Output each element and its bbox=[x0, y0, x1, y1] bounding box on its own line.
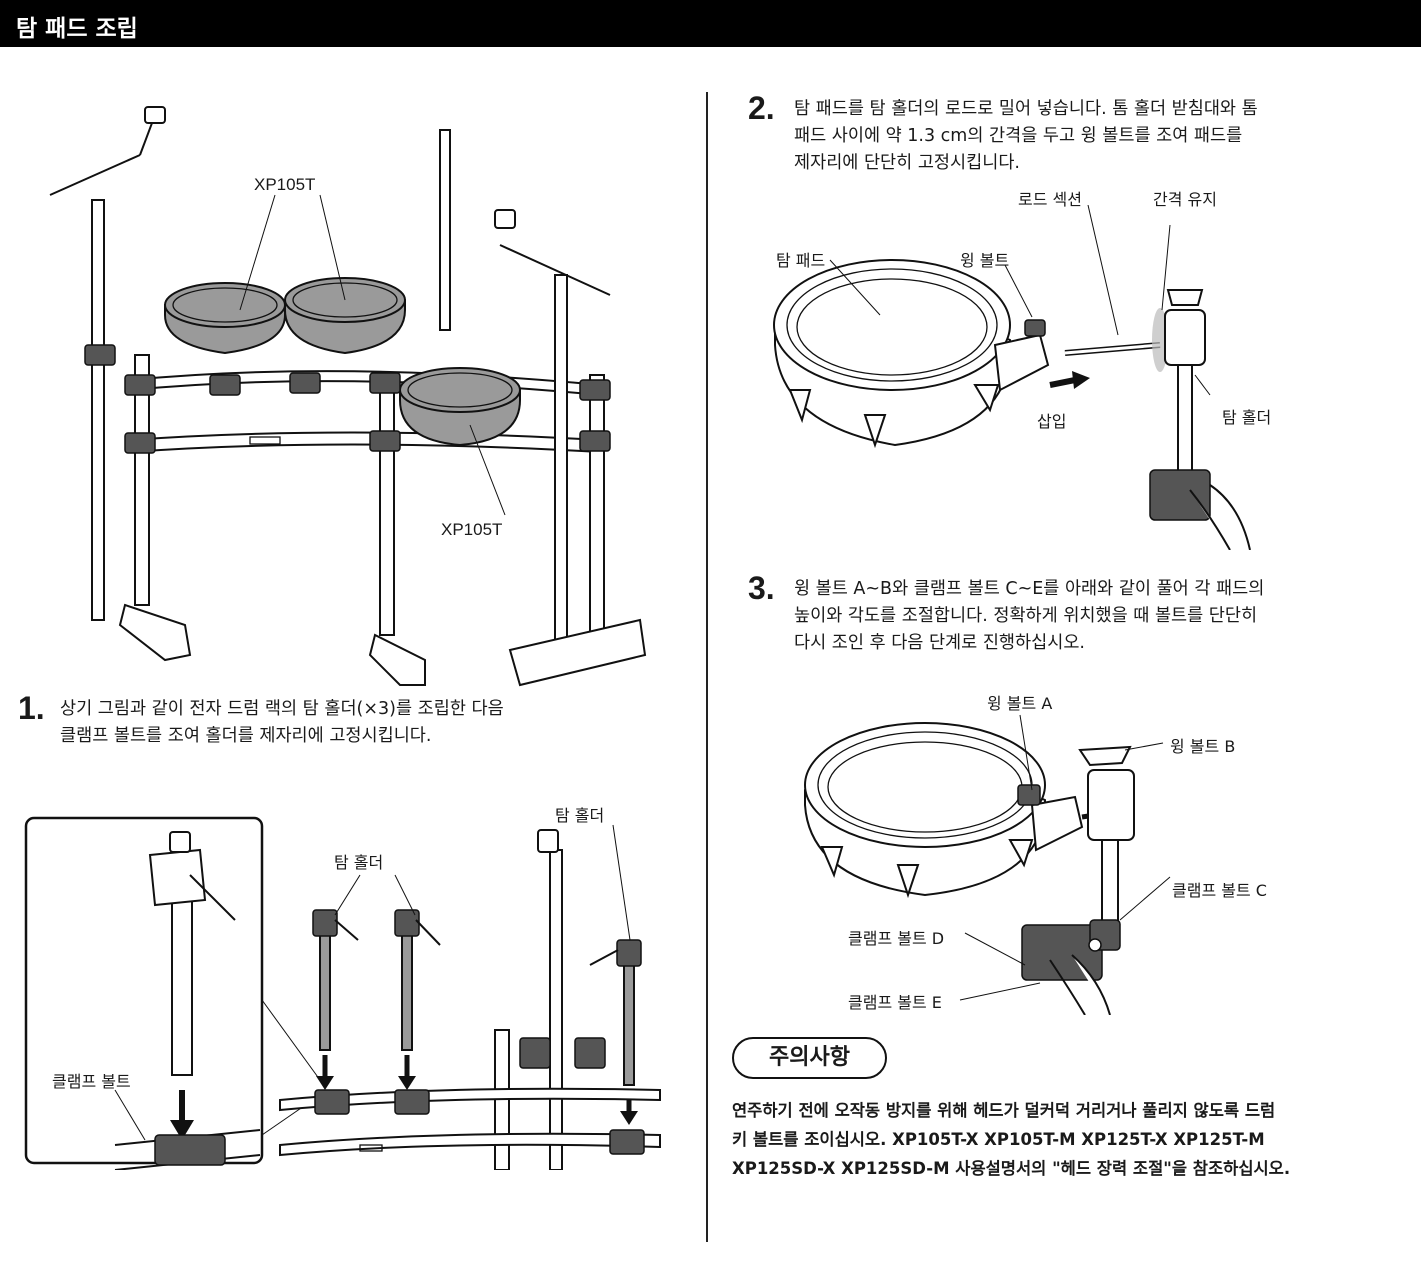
step-3-line-2: 높이와 각도를 조절합니다. 정확하게 위치했을 때 볼트를 단단히 bbox=[794, 606, 1258, 626]
step-2-line-1: 탐 패드를 탐 홀더의 로드로 밀어 넣습니다. 톰 홀더 받침대와 톰 bbox=[794, 99, 1258, 119]
caution-line-2: 키 볼트를 조이십시오. XP105T-X XP105T-M XP125T-X … bbox=[732, 1130, 1265, 1149]
tom-holder-2 bbox=[394, 909, 441, 1090]
step-1-illustration bbox=[24, 816, 661, 1170]
tom-pad-right bbox=[399, 367, 521, 447]
fig1-label-tom-holder-a: 탐 홀더 bbox=[334, 853, 384, 872]
fig3-label-clamp-bolt-c: 클램프 볼트 C bbox=[1172, 881, 1267, 900]
overview-label-xp105t-top: XP105T bbox=[254, 175, 316, 194]
step-1-number: 1. bbox=[18, 690, 45, 726]
page-title: 탐 패드 조립 bbox=[16, 16, 138, 42]
step-3-illustration bbox=[804, 714, 1171, 1015]
fig3-label-clamp-bolt-d: 클램프 볼트 D bbox=[848, 929, 945, 948]
column-divider bbox=[706, 92, 708, 1242]
step-2-line-2: 패드 사이에 약 1.3 cm의 간격을 두고 윙 볼트를 조여 패드를 bbox=[794, 126, 1243, 146]
fig1-label-clamp-bolt: 클램프 볼트 bbox=[52, 1072, 131, 1091]
tom-holder-1 bbox=[312, 909, 359, 1090]
step-2: 2. 탐 패드를 탐 홀더의 로드로 밀어 넣습니다. 톰 홀더 받침대와 톰 … bbox=[748, 90, 1408, 186]
step-2-line-3: 제자리에 단단히 고정시킵니다. bbox=[794, 153, 1020, 173]
step-1-line-2: 클램프 볼트를 조여 홀더를 제자리에 고정시킵니다. bbox=[60, 726, 432, 746]
step-2-illustration bbox=[773, 205, 1251, 550]
fig2-label-tom-pad: 탐 패드 bbox=[776, 251, 826, 270]
caution-badge: 주의사항 bbox=[732, 1037, 887, 1079]
fig1-label-tom-holder-b: 탐 홀더 bbox=[555, 806, 605, 825]
step-1-line-1: 상기 그림과 같이 전자 드럼 랙의 탐 홀더(×3)를 조립한 다음 bbox=[60, 699, 504, 719]
fig2-label-tom-holder: 탐 홀더 bbox=[1222, 408, 1272, 427]
fig2-label-rod-section: 로드 섹션 bbox=[1018, 190, 1082, 209]
step-3-line-3: 다시 조인 후 다음 단계로 진행하십시오. bbox=[794, 633, 1085, 653]
caution-line-3: XP125SD-X XP125SD-M 사용설명서의 "헤드 장력 조절"을 참… bbox=[732, 1159, 1291, 1178]
step-3: 3. 윙 볼트 A~B와 클램프 볼트 C~E를 아래와 같이 풀어 각 패드의… bbox=[748, 570, 1408, 666]
step-3-number: 3. bbox=[748, 570, 775, 606]
fig3-label-clamp-bolt-e: 클램프 볼트 E bbox=[848, 993, 942, 1012]
drum-rack-illustration bbox=[49, 106, 647, 687]
step-2-number: 2. bbox=[748, 90, 775, 126]
tom-pad-middle bbox=[284, 277, 406, 355]
tom-pad-left bbox=[164, 282, 286, 355]
section-header: 탐 패드 조립 bbox=[0, 0, 1421, 47]
step-3-line-1: 윙 볼트 A~B와 클램프 볼트 C~E를 아래와 같이 풀어 각 패드의 bbox=[794, 579, 1265, 599]
fig2-label-keep-gap: 간격 유지 bbox=[1153, 190, 1217, 209]
caution-text: 연주하기 전에 오작동 방지를 위해 헤드가 덜커덕 거리거나 풀리지 않도록 … bbox=[732, 1096, 1402, 1183]
caution-line-1: 연주하기 전에 오작동 방지를 위해 헤드가 덜커덕 거리거나 풀리지 않도록 … bbox=[732, 1101, 1276, 1120]
step-1: 1. 상기 그림과 같이 전자 드럼 랙의 탐 홀더(×3)를 조립한 다음 클… bbox=[18, 690, 698, 756]
fig3-label-wing-bolt-b: 윙 볼트 B bbox=[1170, 737, 1236, 756]
fig3-label-wing-bolt-a: 윙 볼트 A bbox=[987, 694, 1053, 713]
fig2-label-insert: 삽입 bbox=[1037, 412, 1067, 431]
overview-label-xp105t-bottom: XP105T bbox=[441, 520, 503, 539]
fig2-label-wing-bolt: 윙 볼트 bbox=[960, 251, 1010, 270]
